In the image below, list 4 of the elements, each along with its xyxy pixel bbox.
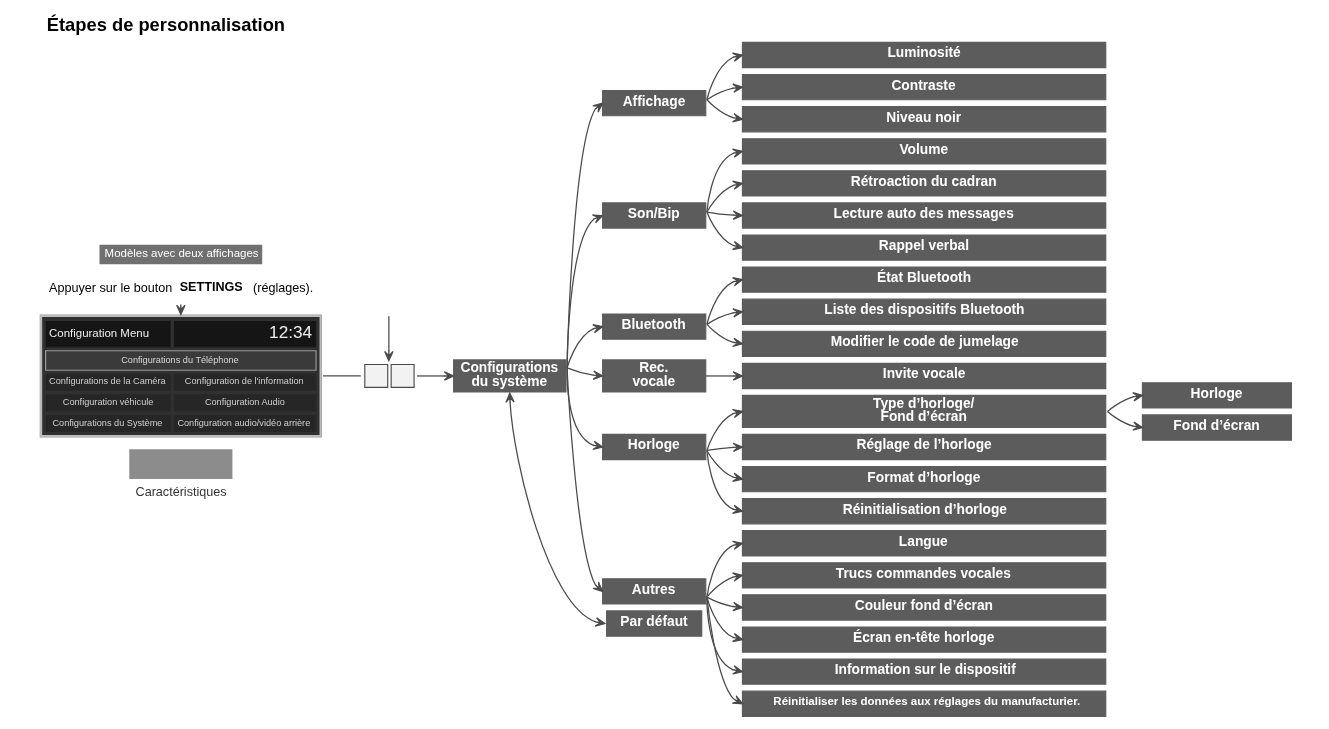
label: Modèles avec deux affichages [104,247,259,260]
node-text: Appuyer sur le bouton SETTINGS (réglages). [49,279,314,296]
label: Caractéristiques [135,485,227,500]
diagram-title: Étapes de personnalisation [46,13,286,35]
